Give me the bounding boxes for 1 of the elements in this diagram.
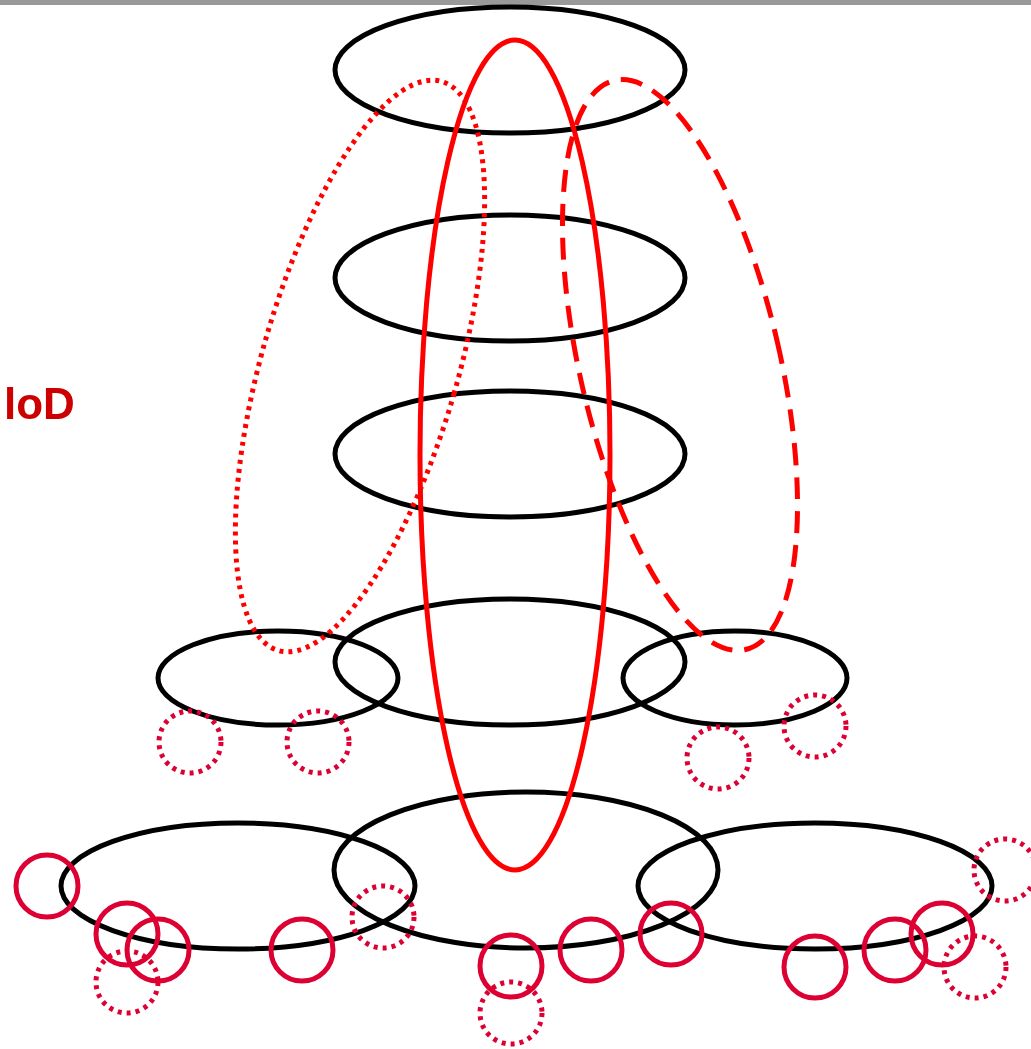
side-label: loD <box>4 382 75 426</box>
